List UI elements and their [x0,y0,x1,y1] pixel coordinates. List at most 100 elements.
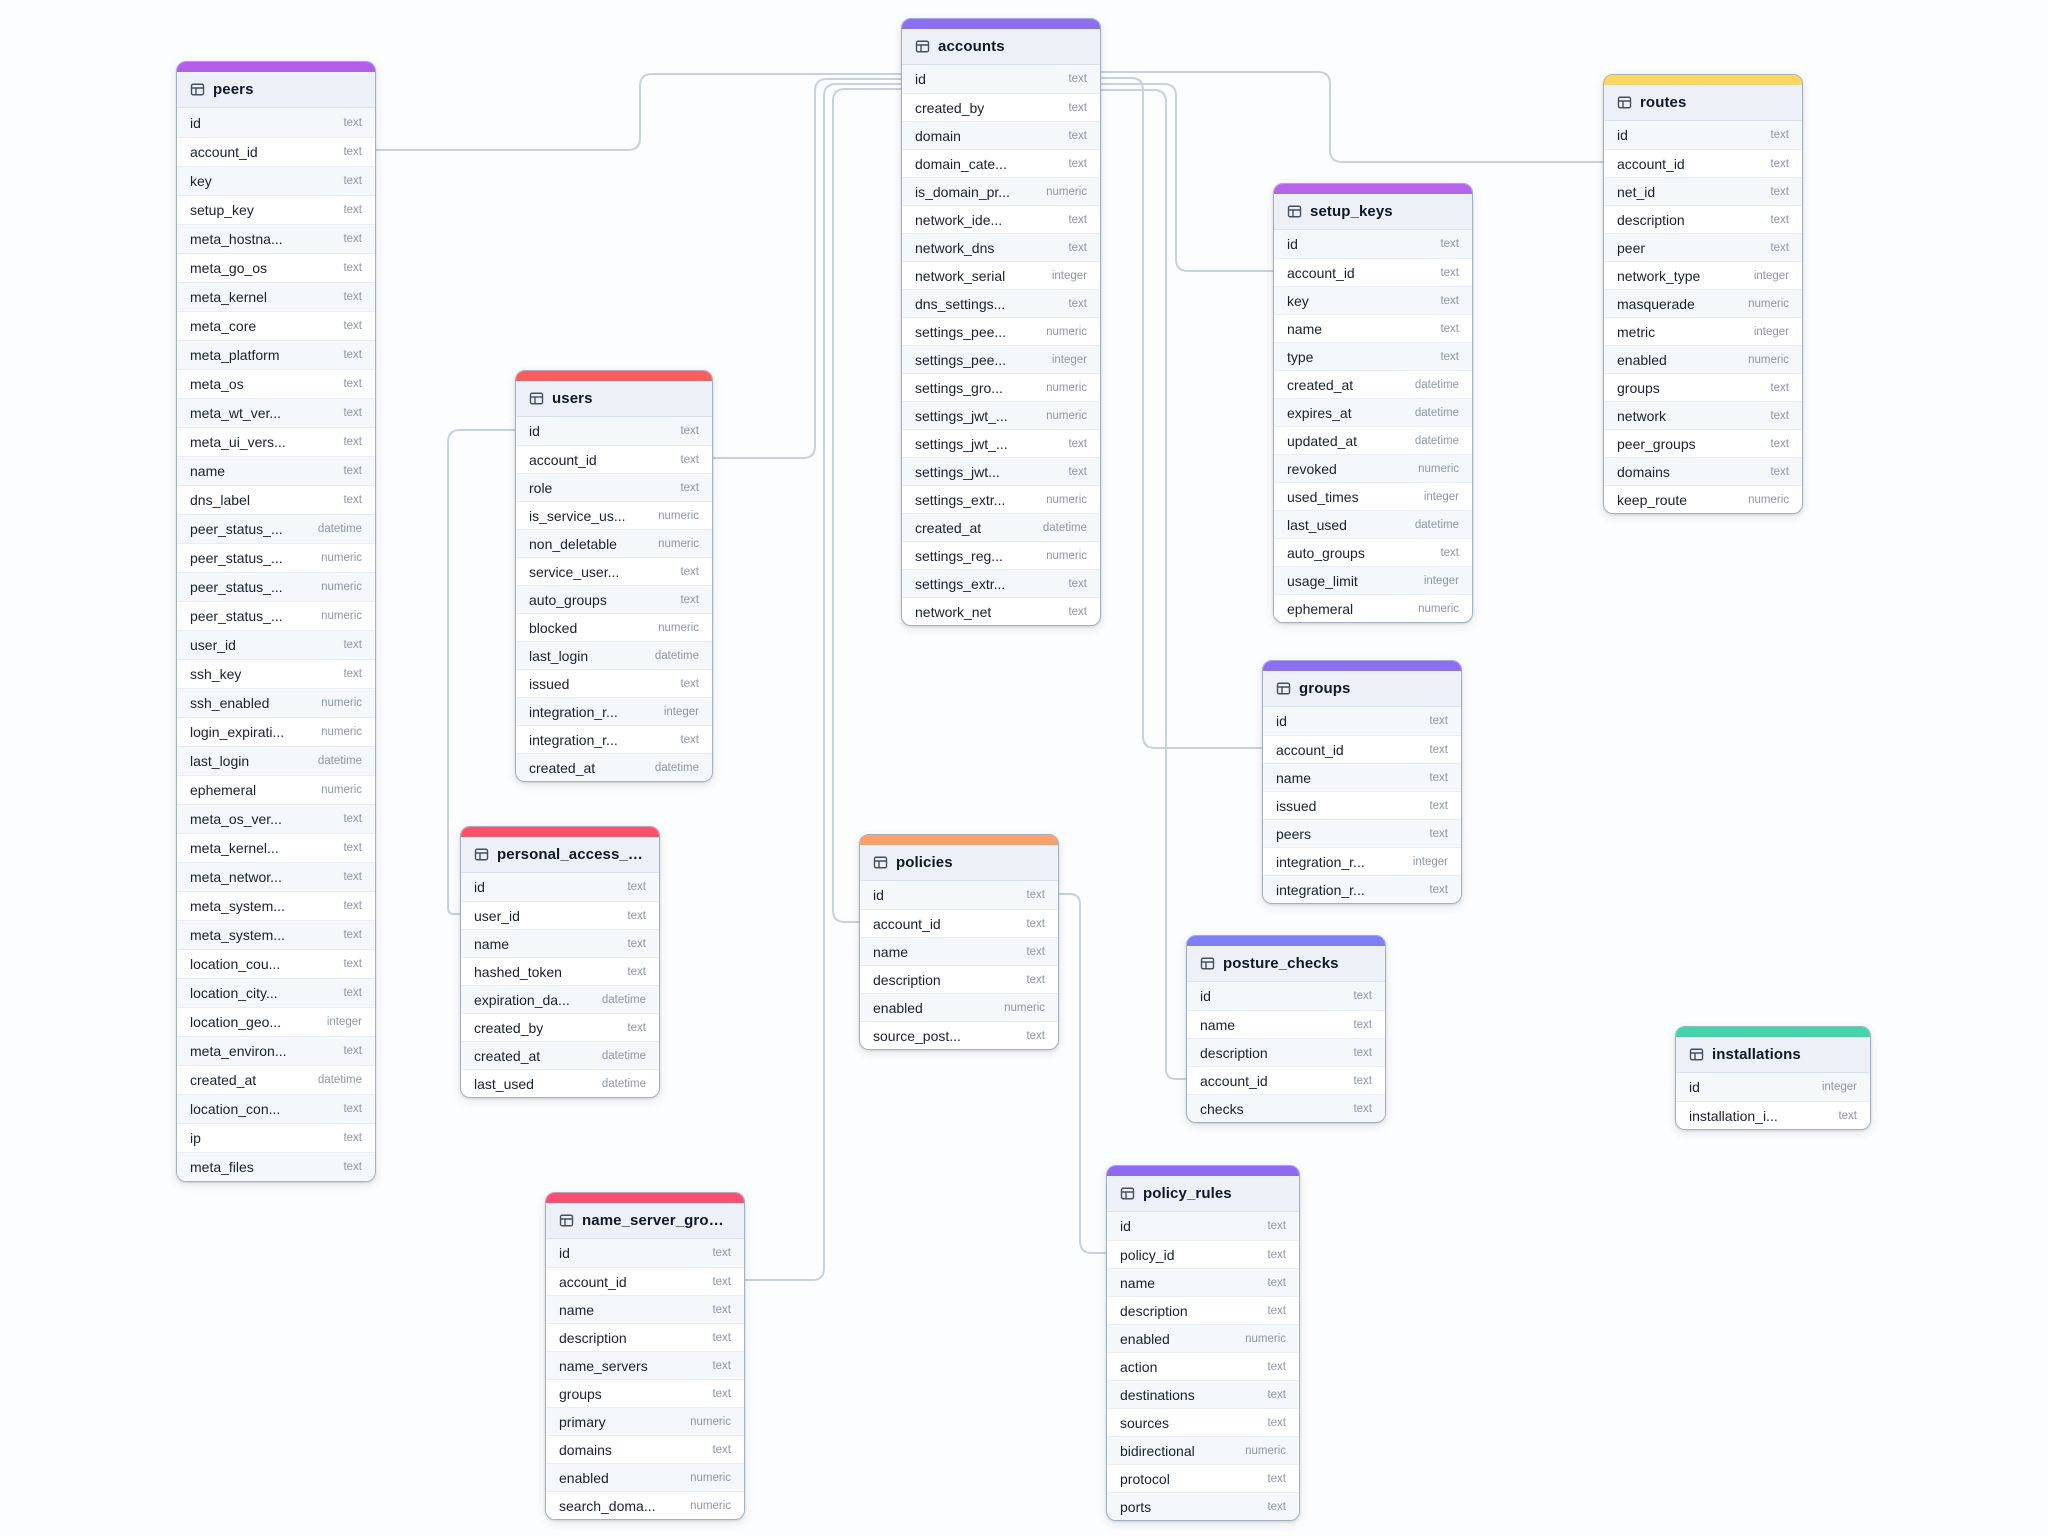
field-row[interactable]: name text [1187,1010,1385,1038]
field-row[interactable]: account_id text [1274,258,1472,286]
field-row[interactable]: ip text [177,1123,375,1152]
field-row[interactable]: id text [860,881,1058,909]
field-row[interactable]: settings_pee... numeric [902,317,1100,345]
field-row[interactable]: network_ide... text [902,205,1100,233]
table-header[interactable]: name_server_groups [546,1203,744,1239]
field-row[interactable]: last_login datetime [516,641,712,669]
table-card-accounts[interactable]: accounts id text created_by text domain … [901,18,1101,626]
field-row[interactable]: account_id text [516,445,712,473]
field-row[interactable]: ports text [1107,1492,1299,1520]
field-row[interactable]: settings_jwt_... numeric [902,401,1100,429]
field-row[interactable]: meta_system... text [177,920,375,949]
field-row[interactable]: created_at datetime [516,753,712,781]
field-row[interactable]: action text [1107,1352,1299,1380]
field-row[interactable]: id text [1187,982,1385,1010]
field-row[interactable]: peer_status_... numeric [177,601,375,630]
field-row[interactable]: account_id text [1604,149,1802,177]
field-row[interactable]: meta_networ... text [177,862,375,891]
field-row[interactable]: id text [516,417,712,445]
field-row[interactable]: id integer [1676,1073,1870,1101]
field-row[interactable]: source_post... text [860,1021,1058,1049]
field-row[interactable]: enabled numeric [1107,1324,1299,1352]
field-row[interactable]: name text [177,456,375,485]
field-row[interactable]: domains text [546,1435,744,1463]
field-row[interactable]: description text [1107,1296,1299,1324]
field-row[interactable]: domain_cate... text [902,149,1100,177]
table-card-groups[interactable]: groups id text account_id text name text… [1262,660,1462,904]
field-row[interactable]: id text [1274,230,1472,258]
field-row[interactable]: meta_ui_vers... text [177,427,375,456]
field-row[interactable]: settings_gro... numeric [902,373,1100,401]
field-row[interactable]: id text [1604,121,1802,149]
field-row[interactable]: name text [1107,1268,1299,1296]
field-row[interactable]: id text [1263,707,1461,735]
field-row[interactable]: blocked numeric [516,613,712,641]
field-row[interactable]: meta_system... text [177,891,375,920]
field-row[interactable]: integration_r... integer [1263,847,1461,875]
field-row[interactable]: primary numeric [546,1407,744,1435]
field-row[interactable]: location_city... text [177,978,375,1007]
table-card-peers[interactable]: peers id text account_id text key text s… [176,61,376,1182]
field-row[interactable]: peer text [1604,233,1802,261]
field-row[interactable]: is_service_us... numeric [516,501,712,529]
table-card-installations[interactable]: installations id integer installation_i.… [1675,1026,1871,1130]
table-header[interactable]: personal_access_tokens [461,837,659,873]
field-row[interactable]: domains text [1604,457,1802,485]
field-row[interactable]: name text [1263,763,1461,791]
table-header[interactable]: accounts [902,29,1100,65]
field-row[interactable]: meta_wt_ver... text [177,398,375,427]
field-row[interactable]: metric integer [1604,317,1802,345]
field-row[interactable]: ssh_key text [177,659,375,688]
table-card-personal_access_tokens[interactable]: personal_access_tokens id text user_id t… [460,826,660,1098]
field-row[interactable]: account_id text [1263,735,1461,763]
field-row[interactable]: policy_id text [1107,1240,1299,1268]
field-row[interactable]: domain text [902,121,1100,149]
field-row[interactable]: integration_r... text [1263,875,1461,903]
field-row[interactable]: meta_kernel... text [177,833,375,862]
field-row[interactable]: login_expirati... numeric [177,717,375,746]
field-row[interactable]: peer_status_... numeric [177,572,375,601]
field-row[interactable]: name text [461,929,659,957]
field-row[interactable]: used_times integer [1274,482,1472,510]
field-row[interactable]: setup_key text [177,195,375,224]
field-row[interactable]: issued text [1263,791,1461,819]
field-row[interactable]: last_login datetime [177,746,375,775]
field-row[interactable]: settings_jwt_... text [902,429,1100,457]
table-card-policy_rules[interactable]: policy_rules id text policy_id text name… [1106,1165,1300,1521]
field-row[interactable]: ssh_enabled numeric [177,688,375,717]
table-header[interactable]: peers [177,72,375,108]
field-row[interactable]: net_id text [1604,177,1802,205]
field-row[interactable]: created_by text [902,93,1100,121]
field-row[interactable]: meta_files text [177,1152,375,1181]
field-row[interactable]: role text [516,473,712,501]
field-row[interactable]: peer_status_... numeric [177,543,375,572]
field-row[interactable]: is_domain_pr... numeric [902,177,1100,205]
field-row[interactable]: bidirectional numeric [1107,1436,1299,1464]
field-row[interactable]: network text [1604,401,1802,429]
field-row[interactable]: key text [177,166,375,195]
field-row[interactable]: meta_os_ver... text [177,804,375,833]
table-header[interactable]: installations [1676,1037,1870,1073]
field-row[interactable]: meta_core text [177,311,375,340]
field-row[interactable]: auto_groups text [516,585,712,613]
field-row[interactable]: enabled numeric [546,1463,744,1491]
table-card-setup_keys[interactable]: setup_keys id text account_id text key t… [1273,183,1473,623]
field-row[interactable]: usage_limit integer [1274,566,1472,594]
field-row[interactable]: location_geo... integer [177,1007,375,1036]
field-row[interactable]: hashed_token text [461,957,659,985]
field-row[interactable]: enabled numeric [860,993,1058,1021]
field-row[interactable]: user_id text [177,630,375,659]
field-row[interactable]: user_id text [461,901,659,929]
field-row[interactable]: id text [1107,1212,1299,1240]
field-row[interactable]: revoked numeric [1274,454,1472,482]
field-row[interactable]: enabled numeric [1604,345,1802,373]
field-row[interactable]: settings_reg... numeric [902,541,1100,569]
field-row[interactable]: masquerade numeric [1604,289,1802,317]
field-row[interactable]: ephemeral numeric [177,775,375,804]
field-row[interactable]: description text [1604,205,1802,233]
field-row[interactable]: meta_environ... text [177,1036,375,1065]
field-row[interactable]: integration_r... integer [516,697,712,725]
field-row[interactable]: created_at datetime [461,1041,659,1069]
table-card-name_server_groups[interactable]: name_server_groups id text account_id te… [545,1192,745,1520]
table-card-users[interactable]: users id text account_id text role text … [515,370,713,782]
